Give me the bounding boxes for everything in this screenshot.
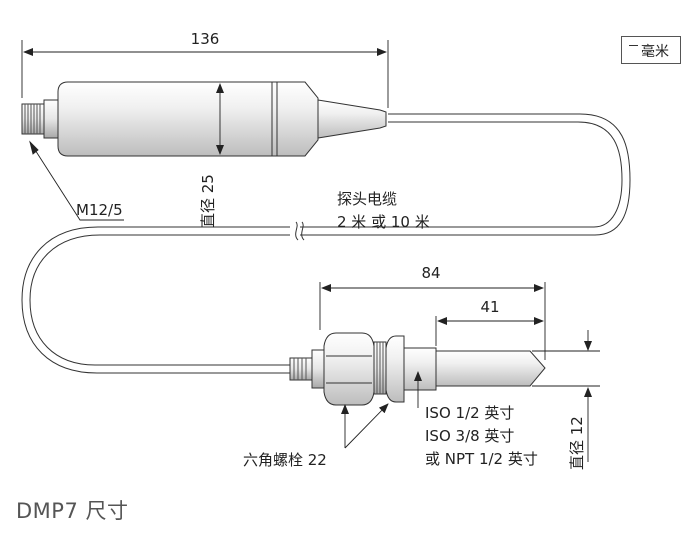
connector-label: M12/5 [76,201,123,219]
figure-title: DMP7 尺寸 [16,499,129,523]
thread-label-1: ISO 1/2 英寸 [425,404,514,422]
dimension-lines [21,40,600,462]
thread-label-2: ISO 3/8 英寸 [425,427,514,445]
unit-tick [629,45,638,46]
hex-bolt-label: 六角螺栓 22 [243,451,327,469]
unit-box [621,36,681,64]
unit-label: 毫米 [641,44,669,60]
probe-fitting-bottom [289,332,546,406]
length-84-label: 84 [421,264,440,282]
probe-cable [21,113,631,374]
tip-diameter-label: 直径 12 [568,416,586,470]
body-diameter-label: 直径 25 [199,174,217,228]
cable-length-label: 2 米 或 10 米 [337,213,430,231]
length-41-label: 41 [480,298,499,316]
length-136-label: 136 [191,30,220,48]
thread-label-3: 或 NPT 1/2 英寸 [425,450,538,468]
probe-body-top [21,81,387,157]
cable-label: 探头电缆 [337,190,397,208]
